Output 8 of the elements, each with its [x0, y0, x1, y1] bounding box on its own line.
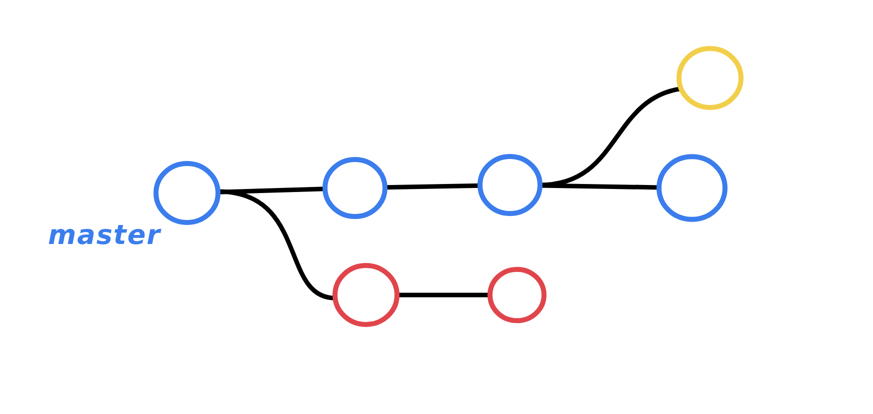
- branch-label: master: [48, 220, 161, 251]
- commit-circle: [332, 261, 400, 329]
- commit-circle: [322, 155, 388, 221]
- commit-circle: [676, 44, 744, 112]
- commit-circle: [153, 159, 221, 227]
- commit-circle: [656, 152, 728, 224]
- commit-circle: [487, 265, 547, 325]
- commit-circle: [477, 152, 543, 218]
